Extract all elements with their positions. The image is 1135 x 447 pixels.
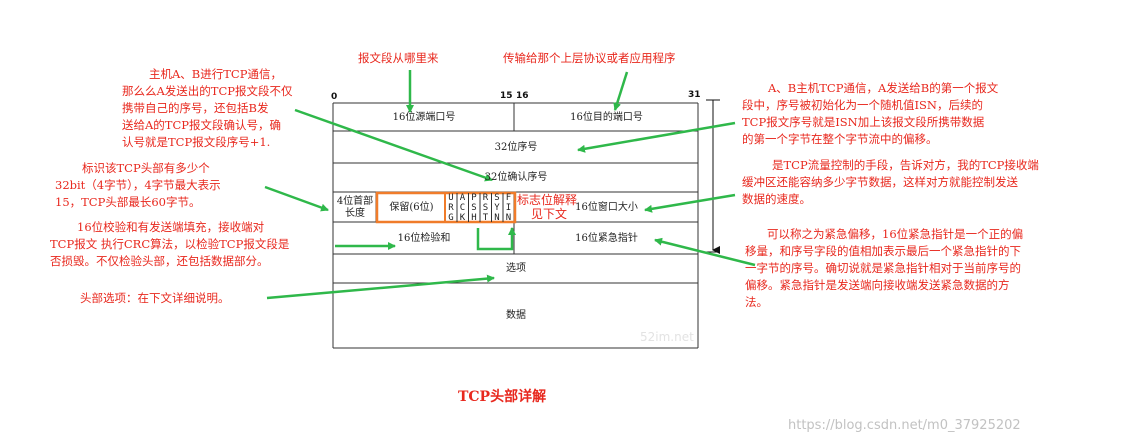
flag-letter: R <box>482 193 489 203</box>
flag-letter: C <box>459 203 466 213</box>
flag-letter: N <box>494 213 500 223</box>
annotation-isn: A、B主机TCP通信，A发送给B的第一个报文 段中，序号被初始化为一个随机值IS… <box>742 81 999 146</box>
annotation-source: 报文段从哪里来 <box>358 51 439 65</box>
flag-letter: S <box>494 193 500 203</box>
flag-letter: N <box>505 213 512 223</box>
csdn-watermark: https://blog.csdn.net/m0_37925202 <box>788 418 1021 433</box>
flag-letter: R <box>448 203 454 213</box>
flag-letter: T <box>482 213 489 223</box>
annotation-header-length: 标识该TCP头部有多少个 32bit（4字节），4字节最大表示 15，TCP头部… <box>55 161 221 209</box>
bit-label-31: 31 <box>688 90 701 100</box>
src-port-field: 16位源端口号 <box>392 111 456 123</box>
flag-letter: G <box>448 213 454 223</box>
ack-field: 32位确认序号 <box>484 172 548 183</box>
flag-letter: K <box>459 213 466 223</box>
flag-letter: H <box>471 213 477 223</box>
annotation-options: 头部选项：在下文详细说明。 <box>80 291 230 305</box>
flag-letter: S <box>471 203 477 213</box>
checksum-field: 16位检验和 <box>397 232 451 244</box>
reserved-field: 保留(6位) <box>389 201 434 213</box>
annotation-urgent-pointer: 可以称之为紧急偏移，16位紧急指针是一个正的偏 移量，和序号字段的值相加表示最后… <box>745 227 1024 309</box>
annotation-flags: 标志位解释 见下文 <box>517 193 578 221</box>
bit-label-16: 16 <box>516 91 529 101</box>
header-length-line2: 长度 <box>345 207 365 219</box>
seq-field: 32位序号 <box>494 141 538 153</box>
diagram-caption: TCP头部详解 <box>458 389 547 405</box>
faint-watermark: 52im.net <box>640 330 694 344</box>
bit-label-15: 15 <box>500 91 513 101</box>
flag-letter: A <box>459 193 466 203</box>
dst-port-field: 16位目的端口号 <box>570 111 643 123</box>
bit-label-0: 0 <box>331 92 338 102</box>
flag-letter: P <box>471 193 477 203</box>
flag-letter: I <box>505 203 512 213</box>
annotation-ack-seq: 主机A、B进行TCP通信， 那么么A发送出的TCP报文段不仅 携带自己的序号，还… <box>122 67 293 149</box>
window-size-field: 16位窗口大小 <box>575 201 638 213</box>
annotation-upper-layer: 传输给那个上层协议或者应用程序 <box>503 51 676 65</box>
data-field: 数据 <box>506 310 526 321</box>
annotation-window: 是TCP流量控制的手段，告诉对方，我的TCP接收端 缓冲区还能容纳多少字节数据，… <box>742 158 1039 206</box>
annotation-checksum: 16位校验和有发送端填充，接收端对 TCP报文 执行CRC算法，以检验TCP报文… <box>50 220 290 268</box>
flag-letter: S <box>482 203 489 213</box>
header-length-field: 4位首部 长度 <box>334 193 376 222</box>
annotation-arrows <box>264 70 756 300</box>
flag-letter: F <box>505 193 512 203</box>
options-field: 选项 <box>506 263 526 274</box>
flag-letter: Y <box>494 203 500 213</box>
flag-letter: U <box>448 193 454 203</box>
urgent-pointer-field: 16位紧急指针 <box>575 232 638 244</box>
header-length-line1: 4位首部 <box>336 195 374 207</box>
